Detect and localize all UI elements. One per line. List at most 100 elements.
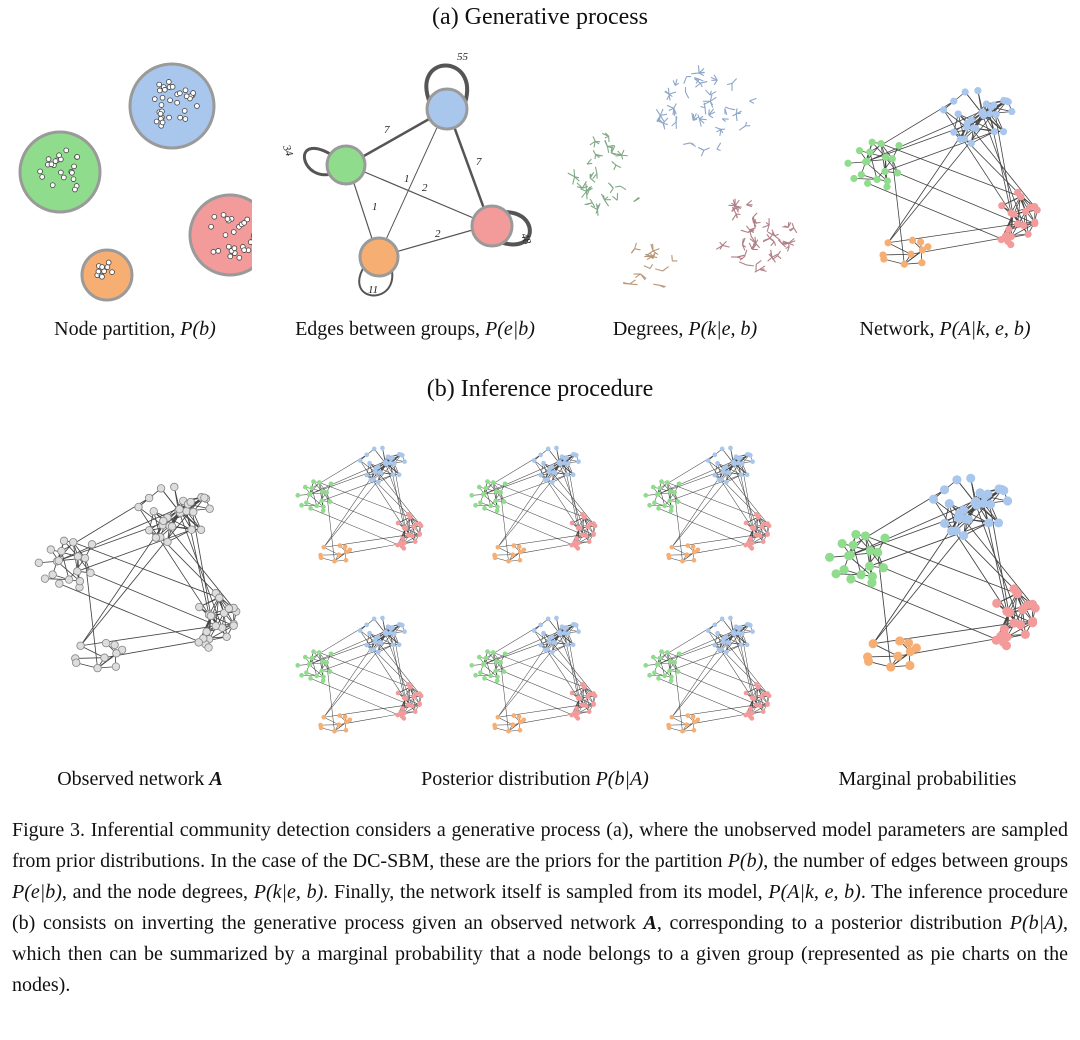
member-node [174, 99, 180, 106]
degree-stub [603, 196, 609, 201]
network-node [321, 544, 327, 550]
network-node [481, 491, 487, 497]
network-edge [967, 122, 1038, 211]
network-edge [686, 712, 753, 725]
network-node [541, 630, 546, 636]
network-edge [669, 474, 742, 501]
degree-stub [746, 204, 753, 208]
network-node [883, 183, 891, 191]
network-node [579, 702, 585, 708]
network-edge [323, 546, 339, 555]
network-edge [723, 639, 770, 697]
network-node [342, 544, 348, 550]
member-node [250, 235, 252, 241]
network-node [748, 536, 753, 541]
degree-stub [726, 82, 733, 86]
degree-stub [695, 82, 701, 88]
network-edge [957, 113, 965, 139]
degree-stub [621, 149, 625, 156]
network-edge [323, 716, 339, 725]
network-node [395, 542, 401, 548]
network-node [538, 622, 544, 628]
network-edge [872, 643, 899, 657]
network-node [368, 477, 374, 483]
network-edge [717, 463, 722, 480]
network-node [521, 547, 527, 553]
network-node [999, 624, 1009, 634]
network-edge [543, 633, 548, 650]
network-node [549, 479, 555, 485]
network-edge [848, 555, 873, 577]
network-edge [667, 482, 759, 518]
member-node [61, 174, 67, 181]
network-node [866, 148, 874, 156]
network-edge [882, 253, 911, 256]
network-edge [329, 671, 413, 707]
network-node [712, 622, 718, 628]
network-node [196, 525, 206, 534]
network-node [194, 638, 203, 647]
network-node [570, 642, 576, 648]
network-node [516, 714, 522, 720]
network-edge [378, 474, 394, 483]
member-node [71, 163, 77, 170]
degree-stub [767, 231, 775, 237]
network-node [375, 479, 381, 485]
network-node [395, 520, 401, 526]
network-edge [533, 460, 550, 473]
network-node [469, 663, 475, 668]
member-node [109, 269, 115, 275]
network-edge [512, 542, 579, 555]
network-node [759, 694, 764, 700]
network-node [756, 514, 761, 520]
member-node [182, 87, 189, 94]
degree-stub [762, 224, 770, 229]
network-node [760, 709, 766, 714]
network-node [860, 531, 870, 541]
network-node [667, 659, 673, 664]
network-node [321, 674, 326, 680]
network-node [402, 526, 408, 531]
network-node [662, 503, 668, 509]
network-node [721, 636, 726, 642]
network-edge [566, 457, 580, 529]
network-node [856, 570, 866, 580]
degree-stub [777, 255, 782, 260]
network-edge [853, 178, 878, 180]
network-node [895, 636, 905, 646]
network-edge [138, 506, 163, 526]
network-node [846, 574, 856, 584]
network-edge [686, 542, 753, 555]
network-node [997, 484, 1007, 495]
network-node [997, 235, 1005, 244]
member-node [37, 168, 43, 175]
network-node [112, 649, 121, 658]
degree-stub [787, 221, 790, 228]
network-edge [56, 560, 81, 582]
degree-stub [674, 78, 678, 86]
network-edge [369, 463, 374, 480]
network-edge [869, 152, 878, 180]
network-node [1007, 240, 1015, 249]
network-node [844, 159, 852, 167]
network-node [492, 555, 498, 561]
network-node [723, 649, 729, 655]
network-node [111, 662, 121, 671]
network-node [570, 472, 576, 478]
network-node [319, 498, 325, 504]
red-group-circle [188, 193, 252, 277]
network-node [187, 525, 196, 534]
degree-stub [719, 241, 723, 246]
degree-stub [753, 217, 755, 224]
network-node [954, 509, 964, 519]
network-node [86, 568, 95, 578]
network-node [695, 547, 701, 553]
network-node [990, 101, 998, 109]
network-node [893, 169, 902, 177]
degree-stub [751, 236, 757, 244]
degree-stub [586, 158, 592, 165]
network-node [690, 544, 696, 550]
network-node [398, 622, 404, 628]
network-edge [752, 534, 768, 544]
network-node [905, 647, 915, 657]
